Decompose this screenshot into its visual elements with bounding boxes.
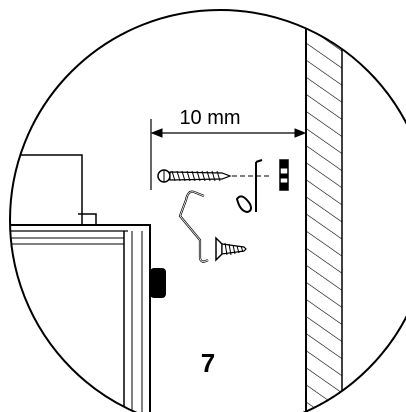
knob-icon [150,268,166,298]
wall-hatched-icon [305,10,343,412]
hook-icon [178,190,209,263]
wire-clip-icon [235,159,263,214]
step-number: 7 [200,348,216,378]
appliance-cabinet-icon [10,154,151,412]
dimension-label: 10 mm [179,107,241,129]
magnifier-circle [9,9,406,412]
plug-marker-icon [279,159,289,191]
screw-short-icon [215,236,247,262]
dimension-line [150,119,307,190]
screw-long-icon [157,169,270,183]
